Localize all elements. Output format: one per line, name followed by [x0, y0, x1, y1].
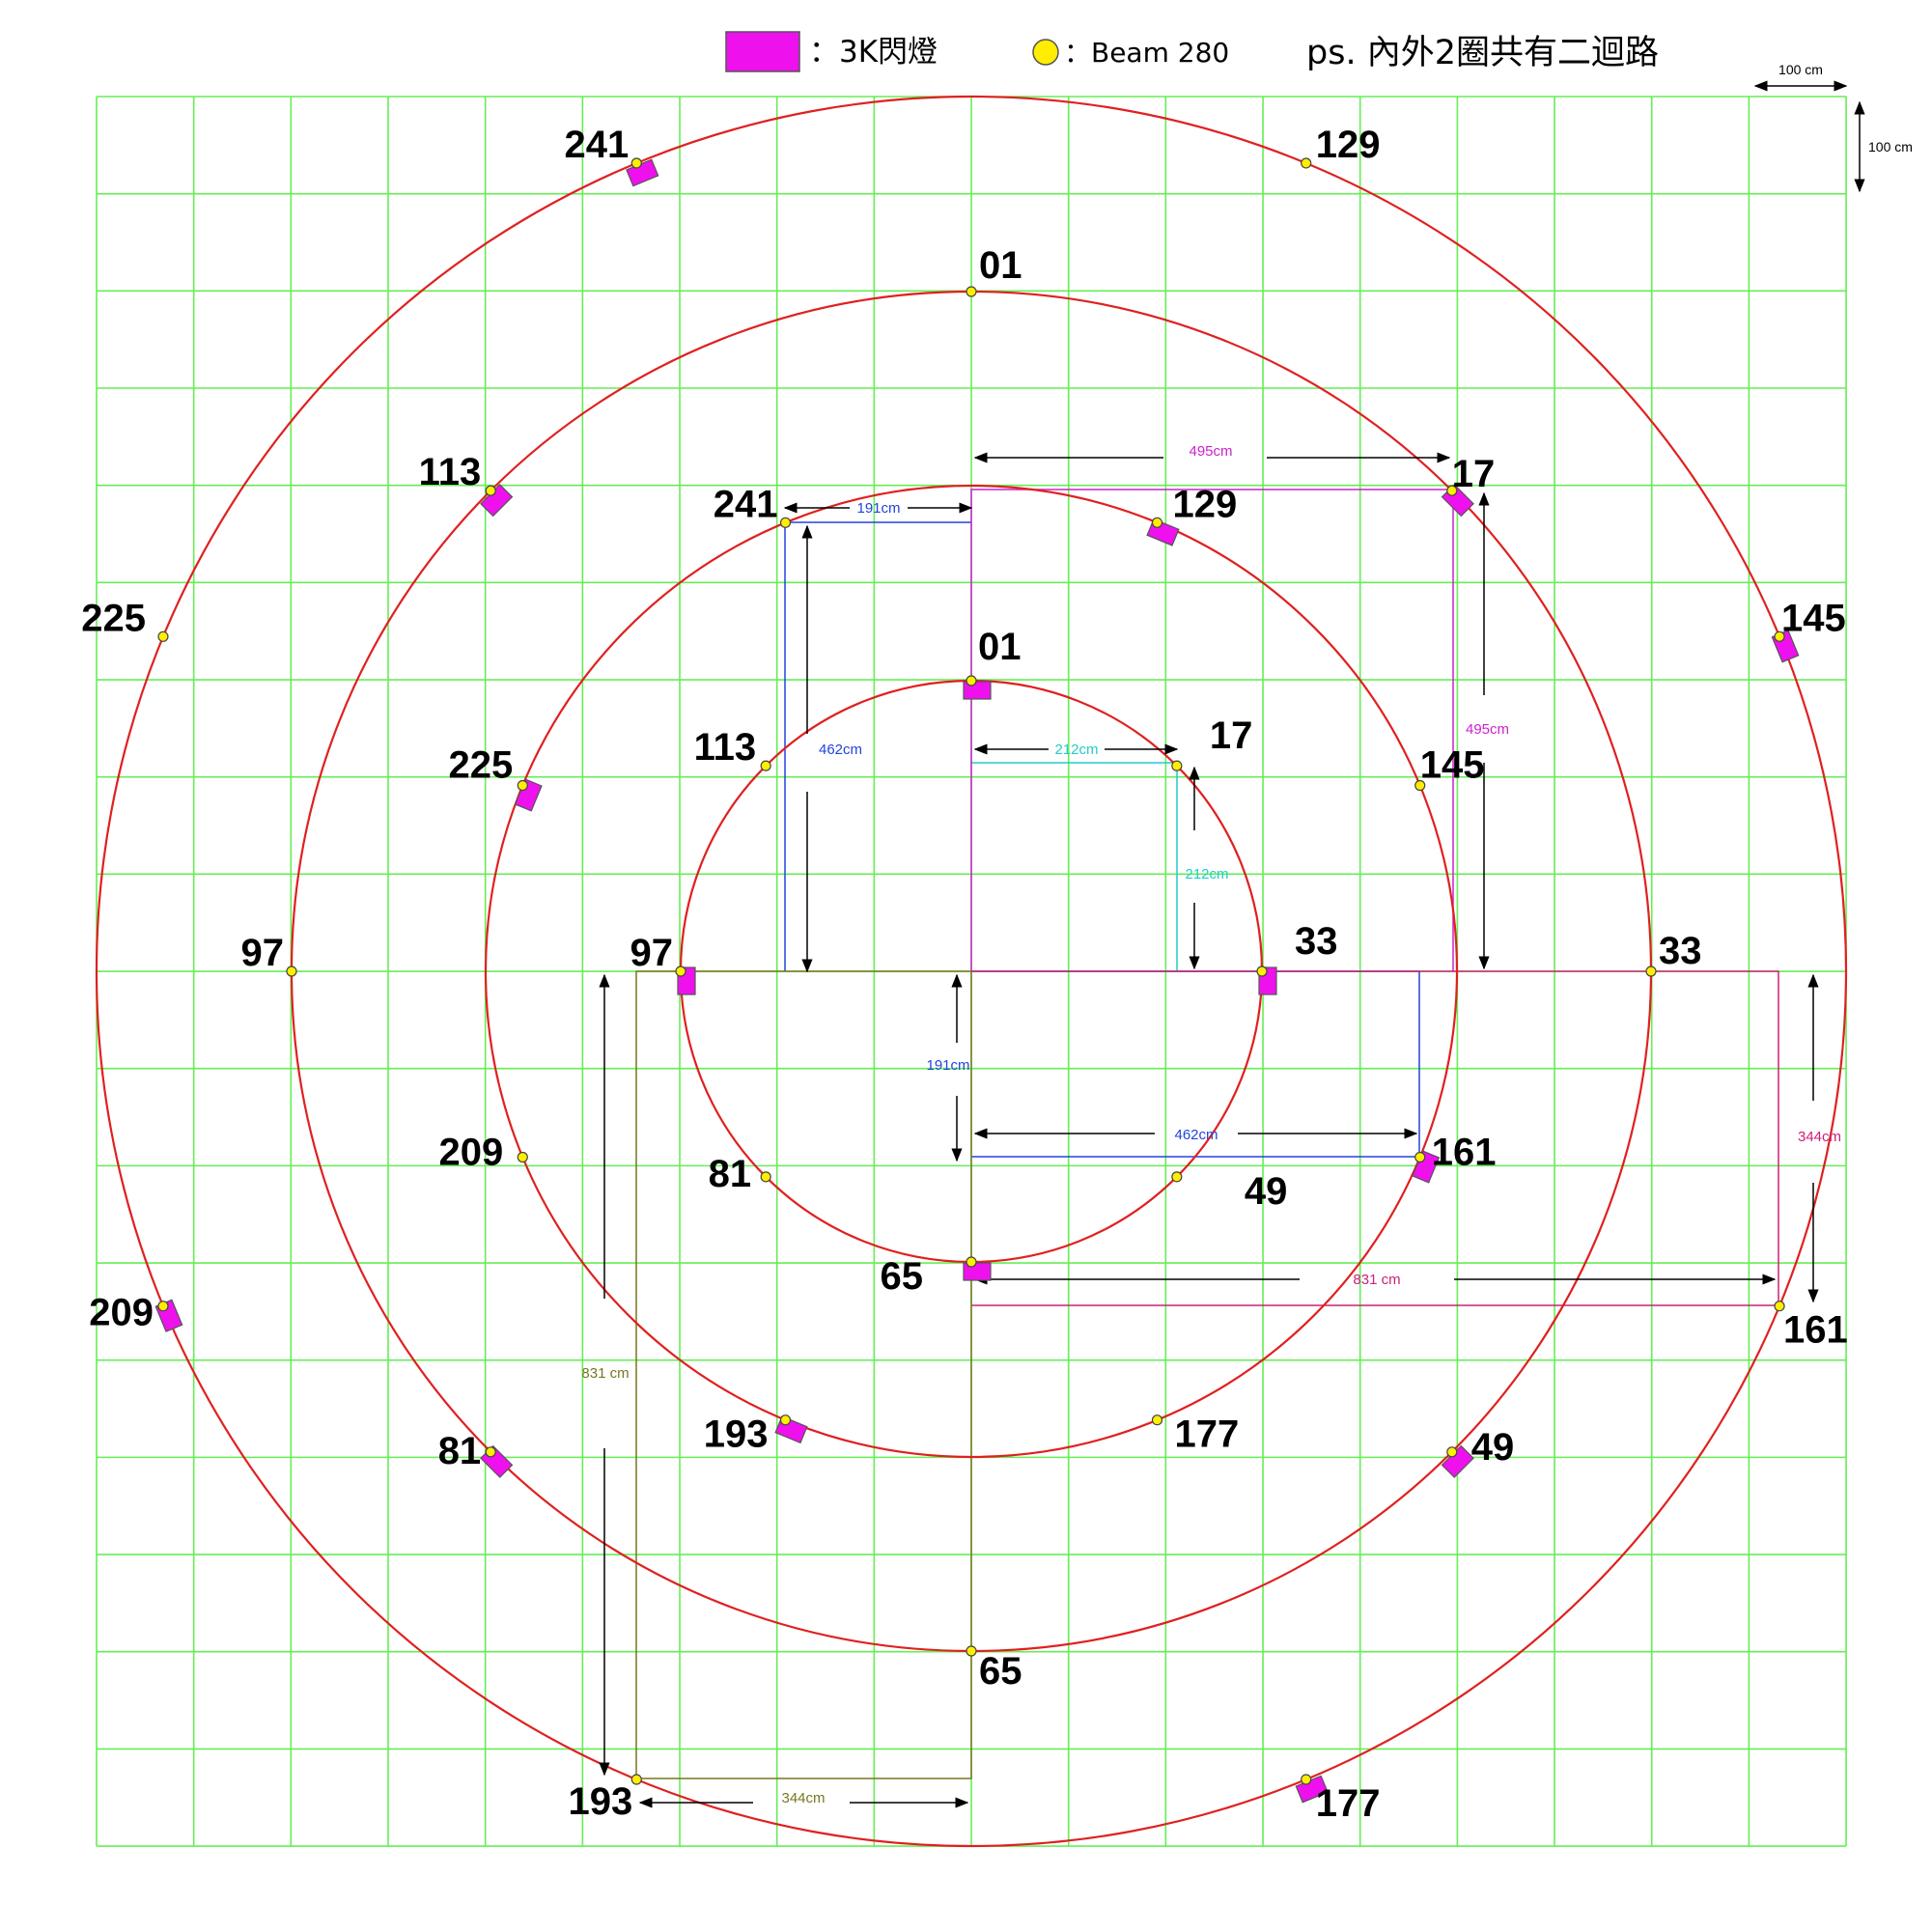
label-ring-2-193: 193: [704, 1414, 769, 1456]
beam-ring-3-33: [1645, 966, 1657, 977]
beam-ring-2-177: [1151, 1414, 1163, 1426]
beam-ring-4-145: [1774, 630, 1785, 642]
beam-ring-4-177: [1301, 1774, 1312, 1785]
label-ring-1-65: 65: [881, 1255, 924, 1298]
beam-ring-3-17: [1446, 485, 1458, 496]
dim-831-vertical: 831 cm: [581, 1365, 629, 1382]
label-ring-1-01: 01: [978, 626, 1022, 668]
label-ring-1-49: 49: [1245, 1170, 1288, 1213]
beam-ring-2-209: [517, 1151, 528, 1163]
beam-ring-3-113: [485, 485, 496, 496]
beam-ring-2-225: [517, 779, 528, 792]
legend-beam-marker: [1032, 39, 1059, 66]
dim-831-horizontal: 831 cm: [1353, 1272, 1400, 1288]
dim-191-horizontal: 191cm: [856, 500, 900, 517]
label-ring-3-81: 81: [438, 1430, 482, 1472]
dim-212-vertical: 212cm: [1185, 866, 1228, 882]
beam-ring-4-209: [157, 1301, 169, 1312]
dimension-arrows: [599, 452, 1819, 1808]
label-ring-4-193: 193: [569, 1780, 633, 1823]
beam-ring-2-193: [779, 1414, 792, 1426]
dimension-labels: 212cm 212cm 191cm 191cm 462cm 462cm 495c…: [581, 443, 1841, 1806]
beam-ring-2-129: [1151, 517, 1163, 528]
label-ring-1-113: 113: [694, 726, 757, 769]
label-ring-3-33: 33: [1659, 930, 1702, 972]
strobe-ring-2-161: [1412, 1150, 1441, 1184]
label-ring-3-65: 65: [979, 1650, 1022, 1693]
dim-462-horizontal: 462cm: [1174, 1127, 1218, 1143]
beam-ring-1-65: [966, 1256, 977, 1268]
beam-ring-3-65: [966, 1645, 977, 1657]
dim-344-horizontal: 344cm: [781, 1790, 825, 1806]
label-ring-4-209: 209: [89, 1292, 154, 1334]
label-ring-3-97: 97: [241, 932, 285, 974]
beam-ring-4-193: [630, 1774, 642, 1785]
ring-2: [484, 484, 1459, 1459]
label-ring-1-33: 33: [1295, 920, 1338, 963]
beam-ring-2-145: [1414, 779, 1426, 792]
label-ring-4-161: 161: [1783, 1309, 1848, 1352]
beam-ring-1-49: [1171, 1171, 1183, 1183]
label-ring-2-145: 145: [1420, 744, 1485, 787]
beam-ring-1-113: [760, 760, 771, 771]
label-ring-4-225: 225: [81, 597, 146, 639]
dim-344-vertical: 344cm: [1798, 1129, 1841, 1145]
beam-ring-2-161: [1414, 1151, 1426, 1163]
beam-ring-3-97: [286, 966, 297, 977]
beam-ring-1-81: [760, 1171, 771, 1183]
legend-beam-label: ：Beam 280: [1064, 37, 1229, 69]
dim-495-vertical: 495cm: [1466, 721, 1509, 738]
label-ring-3-113: 113: [419, 451, 482, 493]
label-ring-1-97: 97: [630, 932, 674, 974]
dim-191-vertical: 191cm: [926, 1057, 969, 1074]
dim-495-horizontal: 495cm: [1189, 443, 1232, 460]
beam-ring-2-241: [779, 517, 792, 528]
legend-strobe-label: ：3K閃燈: [809, 35, 938, 70]
label-ring-2-129: 129: [1172, 483, 1237, 525]
strobe-ring-2-225: [514, 778, 543, 812]
beam-ring-1-01: [966, 675, 977, 686]
label-ring-2-177: 177: [1174, 1414, 1239, 1456]
label-ring-1-17: 17: [1210, 714, 1253, 757]
beam-ring-1-33: [1256, 966, 1268, 977]
beam-ring-1-17: [1171, 760, 1183, 771]
label-ring-4-145: 145: [1781, 597, 1846, 639]
scale-vertical-label: 100 cm: [1868, 139, 1913, 154]
beam-ring-4-241: [630, 157, 642, 169]
dim-212-horizontal: 212cm: [1054, 742, 1098, 758]
beam-ring-4-129: [1301, 157, 1312, 169]
label-ring-2-161: 161: [1432, 1131, 1497, 1173]
label-ring-4-241: 241: [565, 124, 630, 166]
label-ring-3-01: 01: [979, 244, 1022, 287]
beam-ring-4-225: [157, 630, 169, 642]
legend-strobe-swatch: [725, 31, 800, 72]
label-ring-1-81: 81: [709, 1153, 752, 1195]
beam-ring-3-01: [966, 286, 977, 297]
fixtures: [154, 157, 1800, 1804]
ring-4: [95, 95, 1848, 1848]
fixture-labels: 01 17 33 49 65 81 97 113 241 129 145 161 177 193 209 22…: [81, 124, 1848, 1825]
legend: ：3K閃燈 ：Beam 280 ps. 內外2圈共有二迴路: [725, 31, 1659, 72]
label-ring-4-177: 177: [1316, 1782, 1381, 1825]
beam-ring-1-97: [675, 966, 686, 977]
label-ring-3-17: 17: [1452, 453, 1496, 495]
label-ring-2-225: 225: [449, 744, 514, 787]
label-ring-4-129: 129: [1316, 124, 1381, 166]
scale-indicator: 100 cm 100 cm: [1753, 62, 1913, 193]
legend-note: ps. 內外2圈共有二迴路: [1306, 34, 1659, 72]
scale-horizontal-label: 100 cm: [1778, 62, 1823, 77]
label-ring-3-49: 49: [1471, 1426, 1515, 1469]
beam-ring-4-161: [1774, 1301, 1785, 1312]
beam-ring-3-49: [1446, 1446, 1458, 1458]
label-ring-2-209: 209: [439, 1131, 504, 1173]
beam-ring-3-81: [485, 1446, 496, 1458]
label-ring-2-241: 241: [714, 483, 778, 525]
dim-462-vertical: 462cm: [819, 742, 862, 758]
